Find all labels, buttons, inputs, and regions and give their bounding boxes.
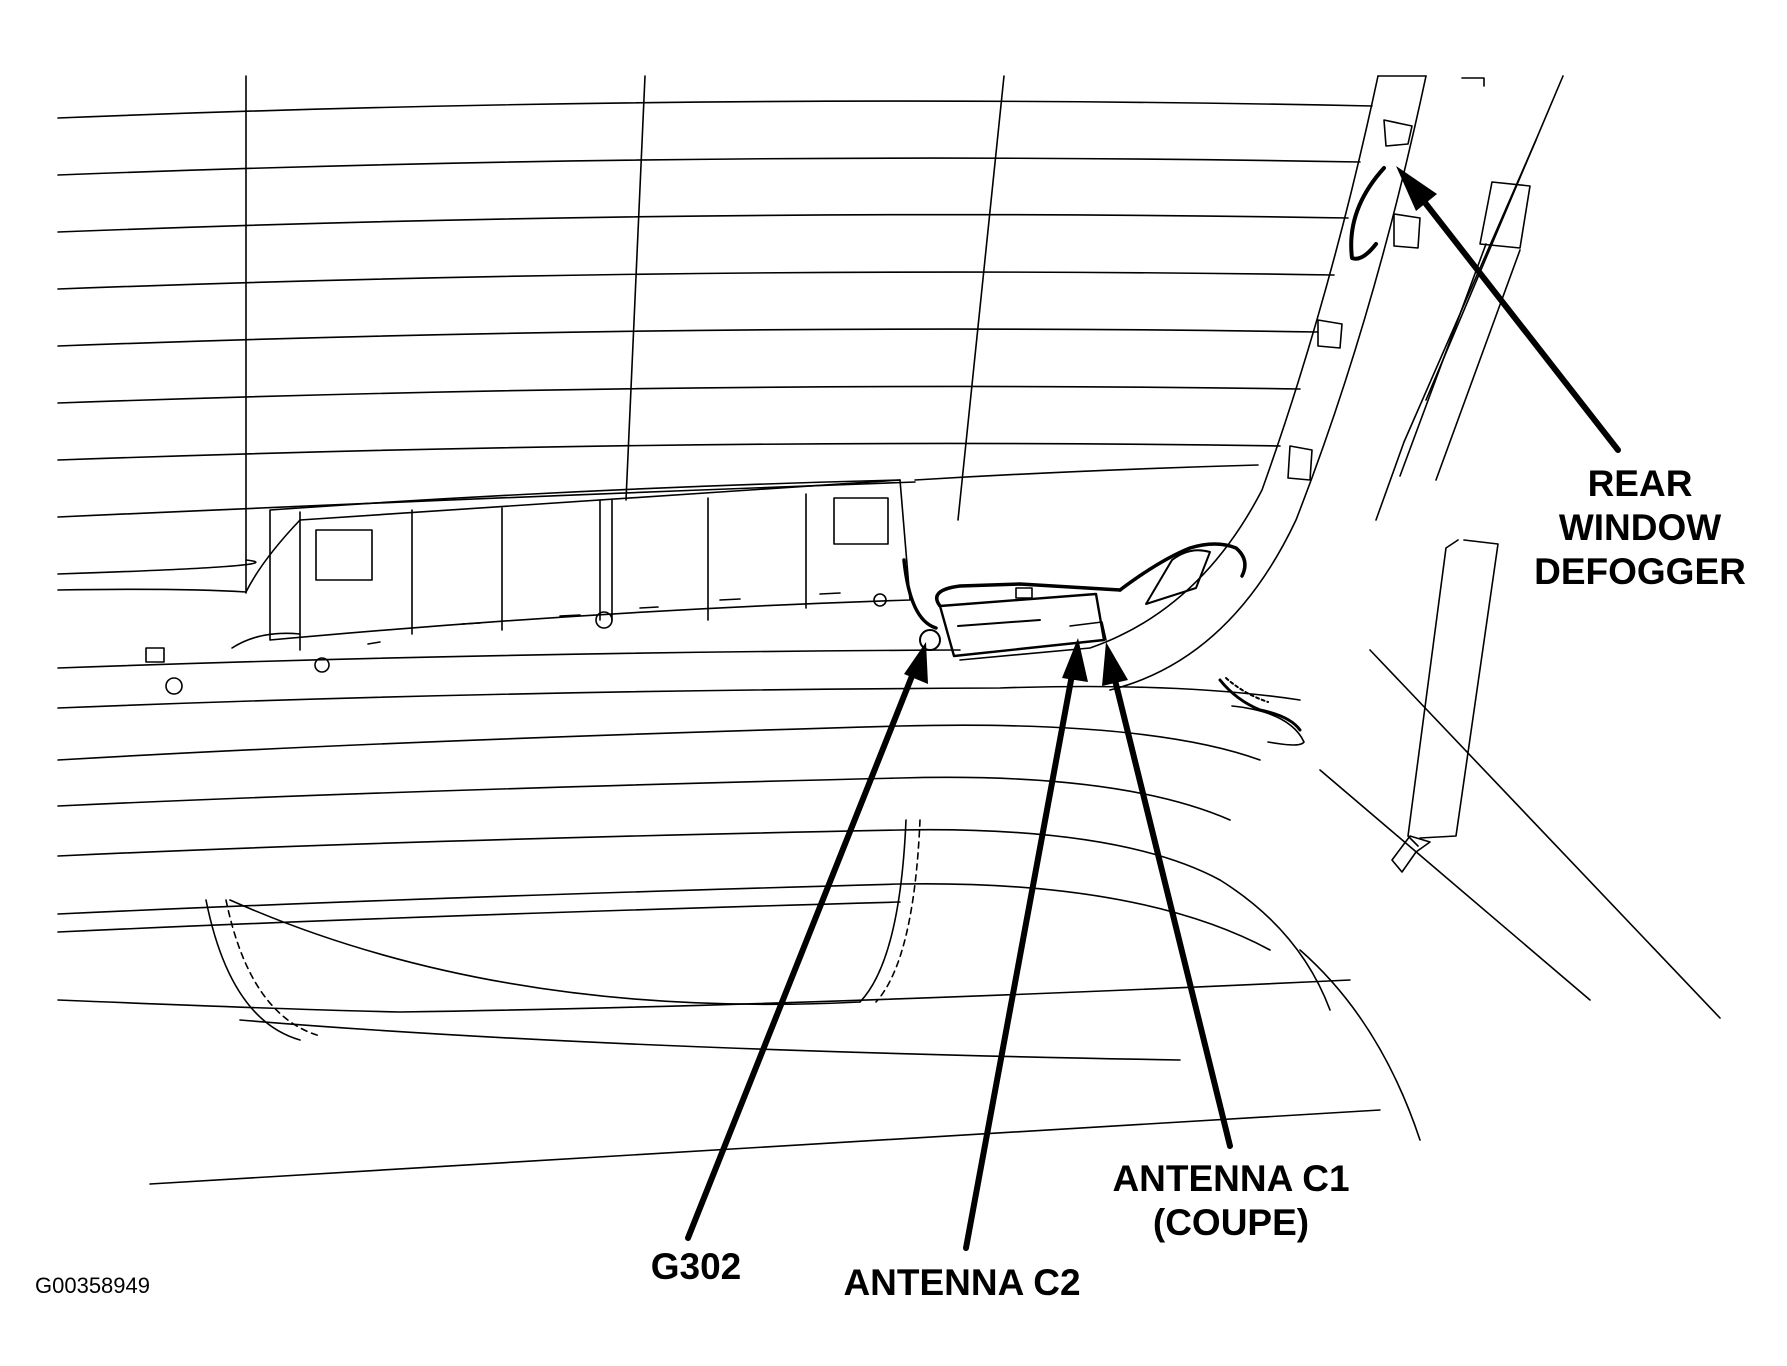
antenna-c1-label: ANTENNA C1 (COUPE) [1096,1157,1366,1245]
rear-window-defogger-label-line-1: REAR [1587,463,1693,504]
antenna-c2-arrowhead [1062,638,1088,682]
callout-arrows [685,183,1621,1251]
antenna-c1-label-line-1: ANTENNA C1 [1112,1158,1350,1199]
rear-window-glass [57,75,1373,594]
g302-label: G302 [650,1246,742,1287]
defogger-arrowhead [1396,166,1437,211]
figure-id: G00358949 [35,1273,150,1298]
g302-arrow [685,663,919,1241]
lower-body-panels [57,479,1721,1185]
antenna-module [902,542,1305,746]
antenna-c2-label: ANTENNA C2 [843,1262,1081,1303]
trim-panel [145,479,911,695]
rear-window-defogger-label: REAR WINDOW DEFOGGER [1516,462,1764,594]
antenna-c1-arrowhead [1102,642,1128,686]
support-struts [1375,75,1564,873]
defogger-arrow [1409,183,1621,453]
rear-window-defogger-label-line-2: WINDOW [1558,507,1722,548]
antenna-c2-arrow [963,661,1077,1251]
rear-window-defogger-label-line-3: DEFOGGER [1534,551,1746,592]
rear-pillar-trim [959,75,1485,691]
antenna-c1-arrow [1109,665,1233,1149]
defogger-feed-wire [1349,166,1386,261]
antenna-c1-label-line-2: (COUPE) [1152,1202,1310,1243]
g302-arrowhead [904,642,928,684]
